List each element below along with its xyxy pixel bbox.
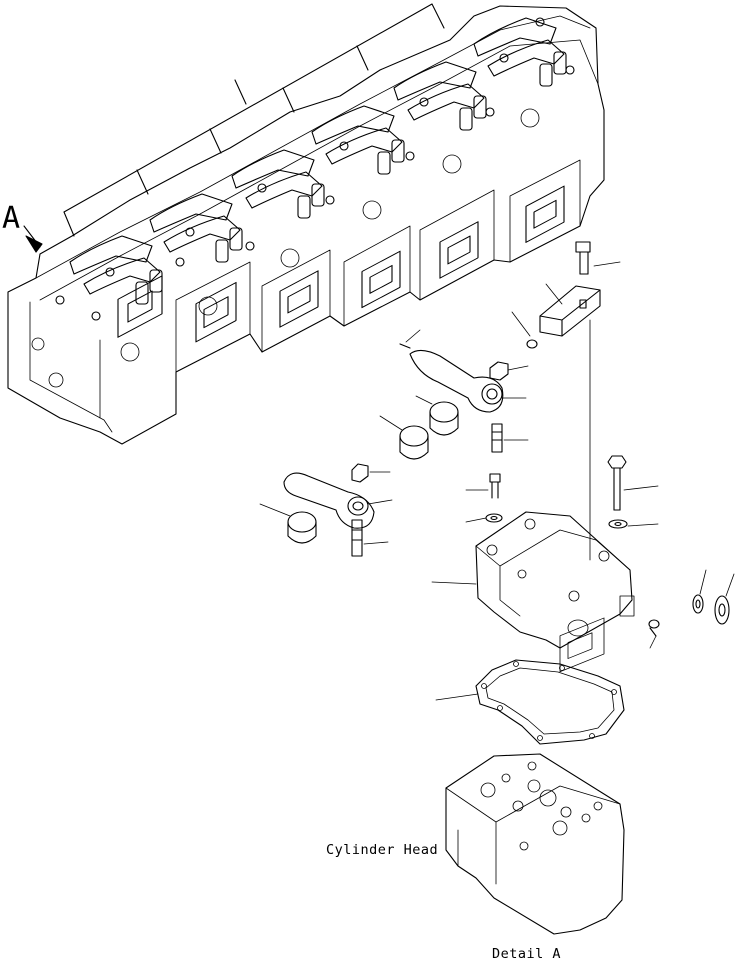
nut-upper xyxy=(489,361,529,381)
cylinder-head-assembly xyxy=(7,5,605,445)
cylinder-head-label: Cylinder Head xyxy=(326,842,438,858)
small-screw-side xyxy=(648,619,660,649)
adjust-screw-upper xyxy=(491,423,529,453)
washer-left xyxy=(465,513,503,523)
bushing-pair-upper xyxy=(379,395,459,460)
rocker-arm-lower xyxy=(283,472,393,529)
nut-lower xyxy=(351,463,391,483)
seal-washer-1 xyxy=(692,569,707,614)
single-head-exploded xyxy=(431,511,635,649)
upper-bolt xyxy=(575,241,621,275)
cylinder-bracket xyxy=(63,3,445,237)
long-bolt xyxy=(607,455,659,511)
bushing-lower xyxy=(259,503,317,544)
rocker-arm-upper xyxy=(399,329,527,413)
rocker-shaft-block xyxy=(539,283,601,561)
small-plug xyxy=(511,311,538,349)
short-bolt xyxy=(465,473,501,499)
adjust-screw-lower xyxy=(351,519,389,557)
seal-washer-2 xyxy=(714,573,735,625)
cylinder-head-detail xyxy=(445,617,625,935)
view-arrow-a: A xyxy=(2,201,43,253)
washer-right xyxy=(608,519,659,529)
view-marker-label: A xyxy=(2,201,20,236)
detail-a-label: Detail A xyxy=(492,946,561,960)
gasket xyxy=(435,659,625,745)
